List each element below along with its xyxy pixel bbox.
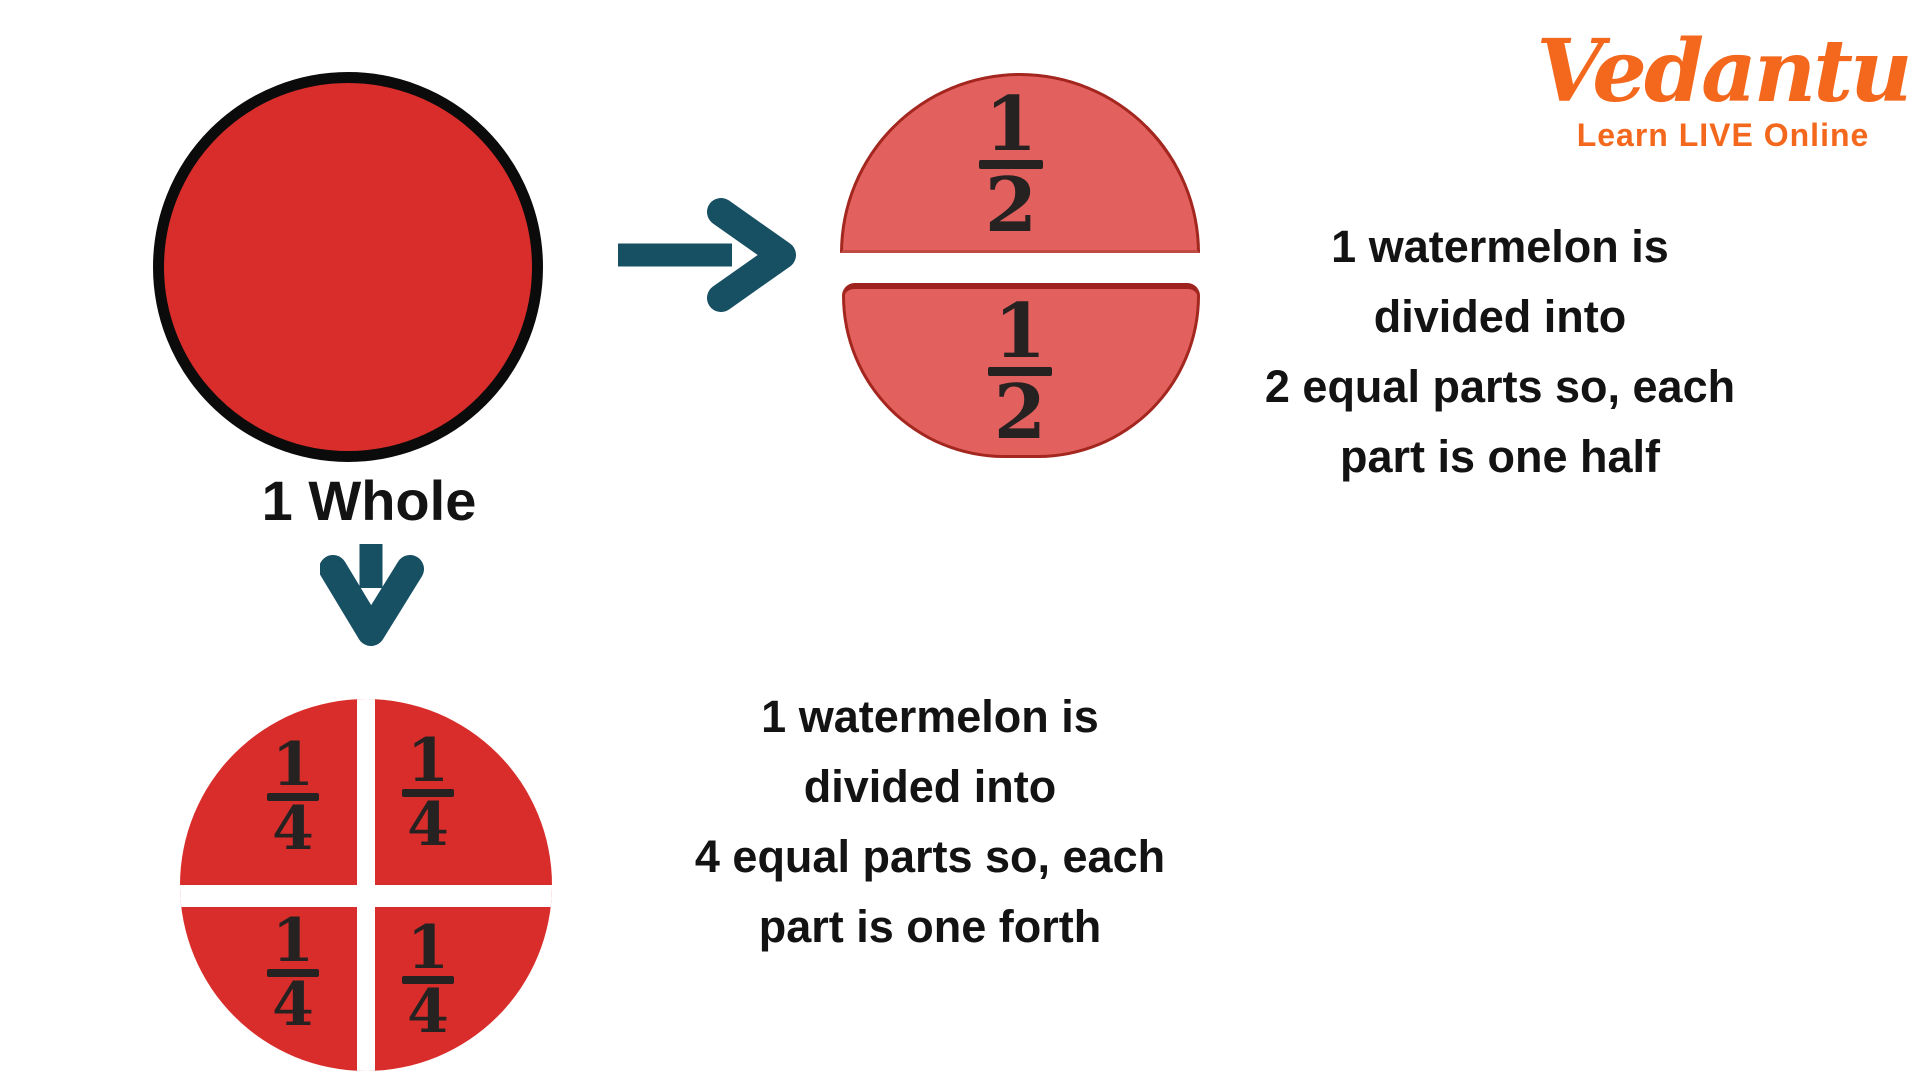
caption-line: part is one half bbox=[1339, 431, 1661, 482]
fraction-one-half-top: 1 2 bbox=[979, 80, 1043, 249]
quarters-figure: 1 4 1 4 1 4 1 4 bbox=[180, 699, 552, 1071]
quarters-horizontal-divider bbox=[180, 885, 552, 907]
fraction-bar bbox=[267, 793, 319, 801]
brand-block: Vedantu Learn LIVE Online bbox=[1530, 21, 1916, 153]
vedantu-logo: Vedantu bbox=[1536, 21, 1912, 122]
halves-figure: 1 2 1 2 bbox=[840, 73, 1200, 459]
fraction-numerator: 1 bbox=[407, 726, 449, 796]
fraction-bar bbox=[979, 160, 1043, 169]
fraction-bar bbox=[267, 969, 319, 977]
fraction-denominator: 4 bbox=[407, 790, 449, 860]
fraction-one-fourth: 1 4 bbox=[267, 730, 319, 864]
fraction-one-fourth: 1 4 bbox=[402, 726, 454, 860]
fraction-numerator: 1 bbox=[272, 730, 314, 800]
fraction-numerator: 1 bbox=[407, 913, 449, 983]
fraction-bar bbox=[988, 367, 1052, 376]
fraction-one-fourth: 1 4 bbox=[267, 906, 319, 1040]
caption-line: divided into bbox=[1373, 291, 1627, 342]
fraction-numerator: 1 bbox=[272, 906, 314, 976]
caption-line: 2 equal parts so, each bbox=[1264, 361, 1736, 412]
fraction-denominator: 2 bbox=[993, 368, 1047, 456]
quarters-caption: 1 watermelon is divided into 4 equal par… bbox=[630, 682, 1230, 962]
caption-line: 1 watermelon is bbox=[761, 691, 1099, 742]
fraction-numerator: 1 bbox=[984, 80, 1038, 168]
fraction-denominator: 4 bbox=[272, 970, 314, 1040]
fraction-denominator: 2 bbox=[984, 161, 1038, 249]
caption-line: 4 equal parts so, each bbox=[694, 831, 1166, 882]
fraction-one-fourth: 1 4 bbox=[402, 913, 454, 1047]
caption-line: 1 watermelon is bbox=[1331, 221, 1669, 272]
caption-line: part is one forth bbox=[758, 901, 1102, 952]
fraction-bar bbox=[402, 976, 454, 984]
fraction-denominator: 4 bbox=[272, 794, 314, 864]
brand-tagline: Learn LIVE Online bbox=[1576, 117, 1870, 153]
whole-label: 1 Whole bbox=[261, 469, 477, 532]
fraction-numerator: 1 bbox=[993, 287, 1047, 375]
right-arrow-icon bbox=[618, 198, 796, 312]
halves-caption: 1 watermelon is divided into 2 equal par… bbox=[1200, 212, 1800, 492]
fraction-bar bbox=[402, 789, 454, 797]
down-arrow-icon bbox=[320, 544, 424, 646]
whole-circle bbox=[153, 72, 543, 462]
fraction-one-half-bottom: 1 2 bbox=[988, 287, 1052, 456]
caption-line: divided into bbox=[803, 761, 1057, 812]
fraction-denominator: 4 bbox=[407, 977, 449, 1047]
